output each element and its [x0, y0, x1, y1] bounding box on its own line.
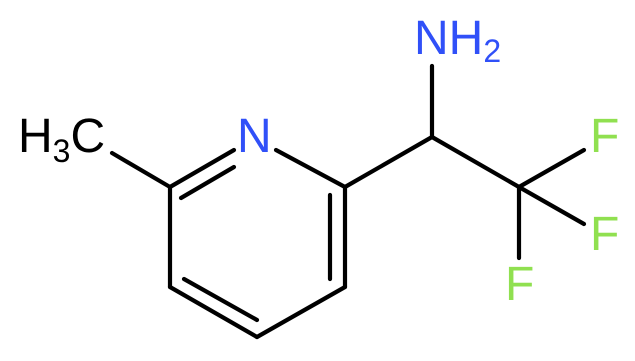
bond-ch-to-cf3 [429, 134, 522, 190]
atom-label-nitrogen: N [237, 110, 272, 163]
atom-label-fluorine-1: F [590, 110, 619, 163]
bond-ring-to-ch [342, 134, 435, 190]
atom-label-fluorine-2: F [590, 208, 619, 261]
bond-cf3-to-f2 [516, 184, 587, 227]
bond-ring-c4-c5-inner [181, 276, 260, 323]
bond-cf3-to-f1 [516, 147, 587, 190]
atom-label-methyl: H3C [18, 110, 105, 169]
bond-ring-c6-n-inner [178, 164, 237, 201]
atom-label-amine: NH2 [414, 12, 501, 69]
atom-labels: H3C N NH2 F F F [18, 12, 619, 311]
bond-ring-c4-c5 [167, 284, 260, 340]
bonds [109, 63, 587, 340]
bond-ring-c6-n [167, 147, 237, 190]
bond-ring-c3-c4 [254, 284, 348, 340]
bond-methyl-ring [109, 150, 173, 190]
bond-ring-n-c2 [273, 147, 348, 190]
atom-label-fluorine-3: F [505, 258, 534, 311]
